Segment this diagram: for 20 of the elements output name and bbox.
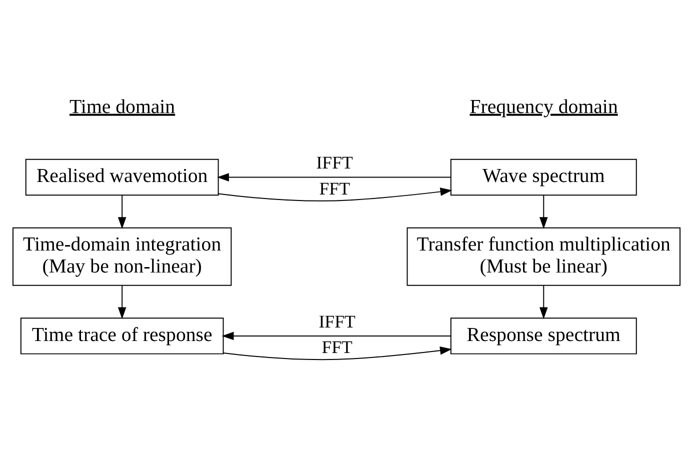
- node-box: Response spectrum: [450, 317, 637, 354]
- arrow: [222, 331, 452, 340]
- arrow: [118, 194, 126, 229]
- arrow: [222, 346, 452, 360]
- arrow: [118, 284, 126, 319]
- node-box: Time trace of response: [20, 317, 224, 354]
- arrow: [217, 172, 452, 181]
- arrow: [218, 187, 452, 201]
- arrow: [539, 284, 548, 319]
- edge-label: FFT: [319, 178, 350, 198]
- label: Frequency domain: [470, 95, 618, 118]
- edge-label: IFFT: [318, 310, 356, 331]
- edge-label: FFT: [322, 336, 352, 357]
- node-box: Realised wavemotion: [25, 158, 219, 196]
- edge-label: IFFT: [316, 152, 353, 172]
- node-box: Transfer function multiplication (Must be linear): [406, 226, 680, 286]
- node-box: Wave spectrum: [450, 158, 637, 196]
- arrow: [539, 194, 548, 229]
- label: Time domain: [70, 95, 176, 118]
- node-box: Time-domain integration (May be non-linear): [12, 226, 232, 286]
